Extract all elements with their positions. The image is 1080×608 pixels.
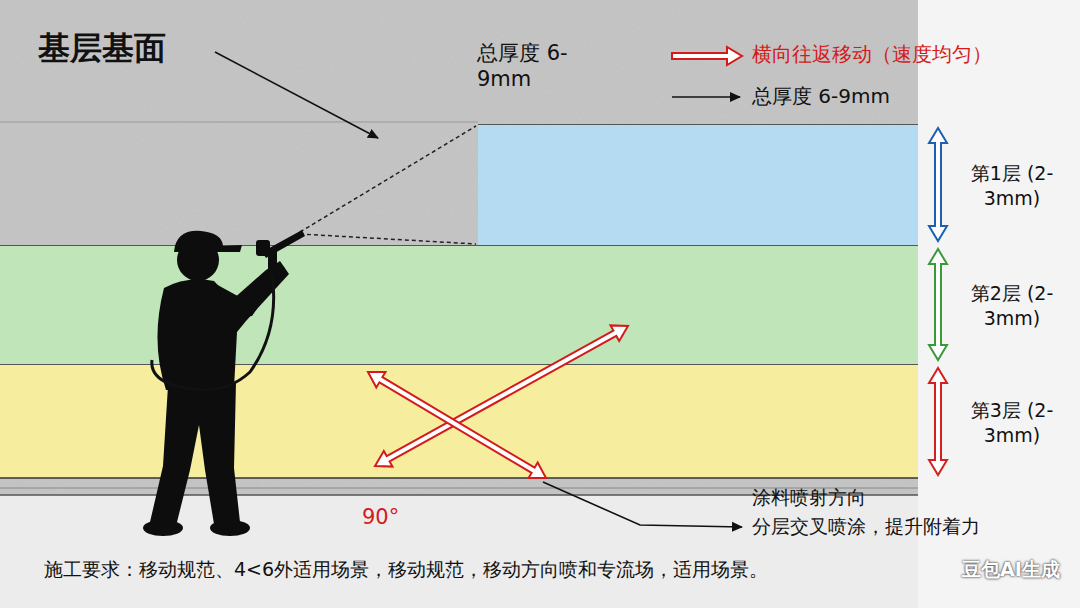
coating-layer-band: 第1层 (2-3mm) [478,124,918,245]
legend-text: 横向往返移动（速度均匀） [752,42,992,67]
thickness-arrow [929,128,947,241]
thickness-arrow [929,249,947,360]
spray-direction-arrow [368,372,546,478]
legend-text: 总厚度 6-9mm [752,84,890,109]
annotation-label: 分层交叉喷涂，提升附着力 [752,515,980,539]
annotation-label: 施工要求：移动规范、4<6外适用场景，移动规范，移动方向喷和专流场，适用场景。 [44,558,768,582]
wall-seam [0,122,478,123]
wall [0,0,918,495]
annotation-label: 涂料喷射方向 [752,486,866,510]
layer-label: 第1层 (2-3mm) [956,161,1068,210]
watermark: 豆包AI生成 [962,558,1060,582]
spray-line [300,234,476,244]
layer-label: 第3层 (2-3mm) [956,398,1068,447]
thickness-arrow [929,368,947,475]
annotation-label: 总厚度 6-9mm [477,40,587,93]
spray-hose [152,274,274,390]
worker-figure [143,230,305,536]
legend-arrow [672,47,742,65]
coating-layer-band: 第3层 (2-3mm) [0,364,918,478]
coating-layer-band: 第2层 (2-3mm) [0,245,918,364]
diagram-title: 基层基面 [38,28,166,68]
spray-direction-arrow [375,325,628,466]
layer-label: 第2层 (2-3mm) [956,281,1068,330]
annotation-label: 90° [362,504,399,530]
legend-arrow [672,96,740,98]
floor-strip [0,495,918,608]
leader-line [543,482,742,527]
spray-line [300,126,476,232]
leader-line [215,52,378,138]
base-line [0,477,918,479]
wall-texture [0,0,918,495]
